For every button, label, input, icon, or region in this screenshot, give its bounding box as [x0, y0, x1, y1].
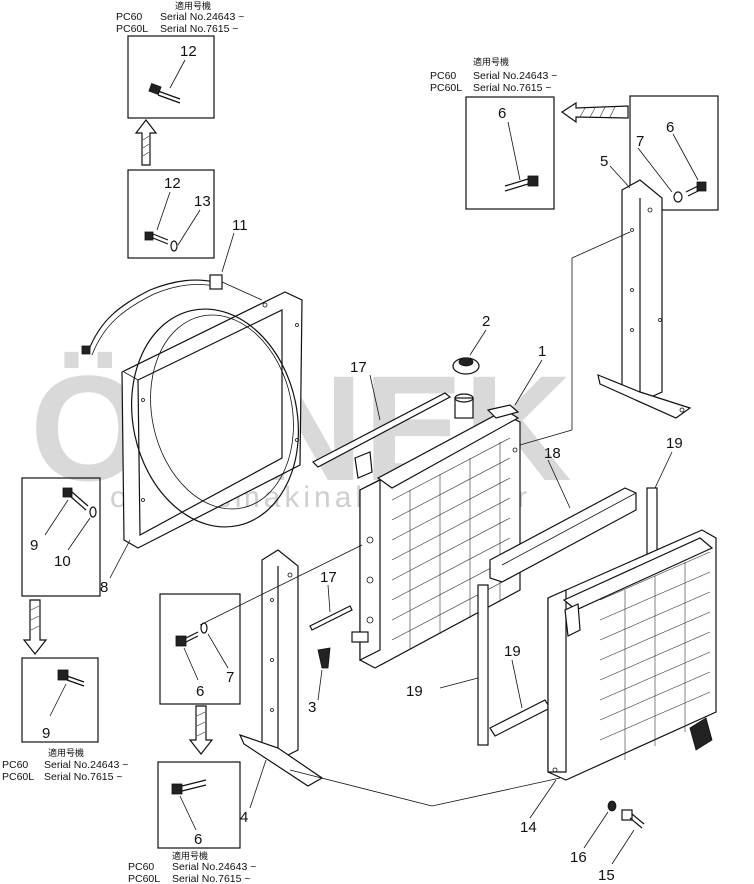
detail-box-bolt-6-washer-7 [629, 95, 719, 211]
applicability-note-left: 適用号機 PC60 Serial No.24643 ~ PC60L Serial… [2, 747, 128, 783]
applicability-heading: 適用号機 [175, 0, 211, 11]
callout-12-top: 12 [180, 43, 197, 60]
oil-cooler-core-grid [599, 551, 711, 760]
callout-19-left: 19 [406, 683, 423, 700]
applicability-note-top-right: 適用号機 PC60 Serial No.24643 ~ PC60L Serial… [430, 56, 557, 94]
applicability-heading: 適用号機 [172, 850, 208, 861]
callout-9-new: 9 [42, 725, 50, 742]
callout-12: 12 [164, 175, 181, 192]
seal-strip-17-upper [311, 374, 452, 468]
detail-box-bolt-6-new [465, 96, 555, 210]
seal-19-vertical-left [439, 584, 489, 746]
callout-7-box: 7 [636, 133, 644, 150]
bracket-4 [199, 544, 561, 807]
applicability-note-bottom: 適用号機 PC60 Serial No.24643 ~ PC60L Serial… [128, 850, 256, 884]
serial-pc60: Serial No.24643 ~ [44, 759, 128, 771]
callout-5: 5 [600, 153, 608, 170]
bolt-9-washer-10 [44, 487, 97, 551]
bolt-12-new [148, 59, 186, 104]
fan-shroud-8 [121, 291, 303, 549]
callout-13: 13 [194, 193, 211, 210]
callout-18: 18 [544, 445, 561, 462]
seal-19-vertical-right [646, 451, 673, 557]
callout-10: 10 [54, 553, 71, 570]
serial-pc60: Serial No.24643 ~ [160, 11, 244, 23]
model-pc60l: PC60L [116, 23, 148, 35]
serial-pc60l: Serial No.7615 ~ [473, 82, 552, 94]
detail-box-bolt-12-washer-13 [127, 169, 215, 259]
callout-6-box: 6 [498, 105, 506, 122]
callout-7-lower: 7 [226, 669, 234, 686]
applicability-note-top-left: 適用号機 PC60 Serial No.24643 ~ PC60L Serial… [116, 0, 244, 35]
detail-box-bolt-9-washer-10 [21, 477, 101, 597]
model-pc60l: PC60L [2, 771, 34, 783]
callout-16: 16 [570, 849, 587, 866]
washer-16 [583, 800, 617, 849]
bolt-12-washer-13 [144, 191, 201, 252]
arrow-left [560, 101, 629, 124]
callout-17-upper: 17 [350, 359, 367, 376]
seal-18 [489, 459, 637, 583]
arrow-down-left [22, 599, 48, 655]
bolt-6-new [504, 121, 539, 192]
detail-box-bolt-6-new-lower [157, 761, 241, 849]
callout-6-lower: 6 [196, 683, 204, 700]
serial-pc60: Serial No.24643 ~ [473, 70, 557, 82]
detail-box-bolt-9-new [21, 657, 99, 743]
model-pc60l: PC60L [128, 873, 160, 884]
callout-9: 9 [30, 537, 38, 554]
model-pc60l: PC60L [430, 82, 462, 94]
bracket-5 [519, 179, 692, 446]
serial-pc60l: Serial No.7615 ~ [160, 23, 239, 35]
seal-19-diagonal [489, 659, 551, 737]
bolt-9-new [49, 669, 85, 717]
detail-box-bolt-12-new [127, 35, 215, 119]
callout-6-new-lower: 6 [194, 831, 202, 848]
detail-box-bolt-6-washer-7-lower [159, 593, 241, 705]
arrow-up [134, 119, 158, 166]
model-pc60: PC60 [2, 759, 28, 771]
callout-19-right: 19 [666, 435, 683, 452]
applicability-heading: 適用号機 [473, 56, 509, 67]
callout-15: 15 [598, 867, 615, 884]
callout-4: 4 [240, 809, 248, 826]
callout-17-lower: 17 [320, 569, 337, 586]
radiator-1 [351, 393, 521, 669]
callout-6-box-right: 6 [666, 119, 674, 136]
model-pc60: PC60 [430, 70, 456, 82]
drain-valve-3 [317, 647, 331, 701]
model-pc60: PC60 [128, 861, 154, 873]
arrow-down-centre [188, 705, 214, 755]
callout-19-middle: 19 [504, 643, 521, 660]
bolt-6-washer-7 [637, 133, 707, 203]
callout-3: 3 [308, 699, 316, 716]
bolt-6-washer-7-lower [175, 622, 229, 681]
callout-2: 2 [482, 313, 490, 330]
serial-pc60l: Serial No.7615 ~ [44, 771, 123, 783]
callout-11: 11 [232, 217, 248, 234]
bolt-6-new-lower [171, 779, 207, 831]
oil-cooler-14 [547, 529, 717, 781]
applicability-heading: 適用号機 [48, 747, 84, 758]
model-pc60: PC60 [116, 11, 142, 23]
bolt-15 [611, 809, 645, 865]
serial-pc60l: Serial No.7615 ~ [172, 873, 251, 884]
radiator-cap-2 [452, 329, 487, 375]
serial-pc60: Serial No.24643 ~ [172, 861, 256, 873]
seal-strip-17-lower [309, 584, 353, 631]
overflow-hose-11 [81, 274, 263, 356]
callout-14: 14 [520, 819, 537, 836]
callout-1: 1 [538, 343, 546, 360]
callout-8: 8 [100, 579, 108, 596]
